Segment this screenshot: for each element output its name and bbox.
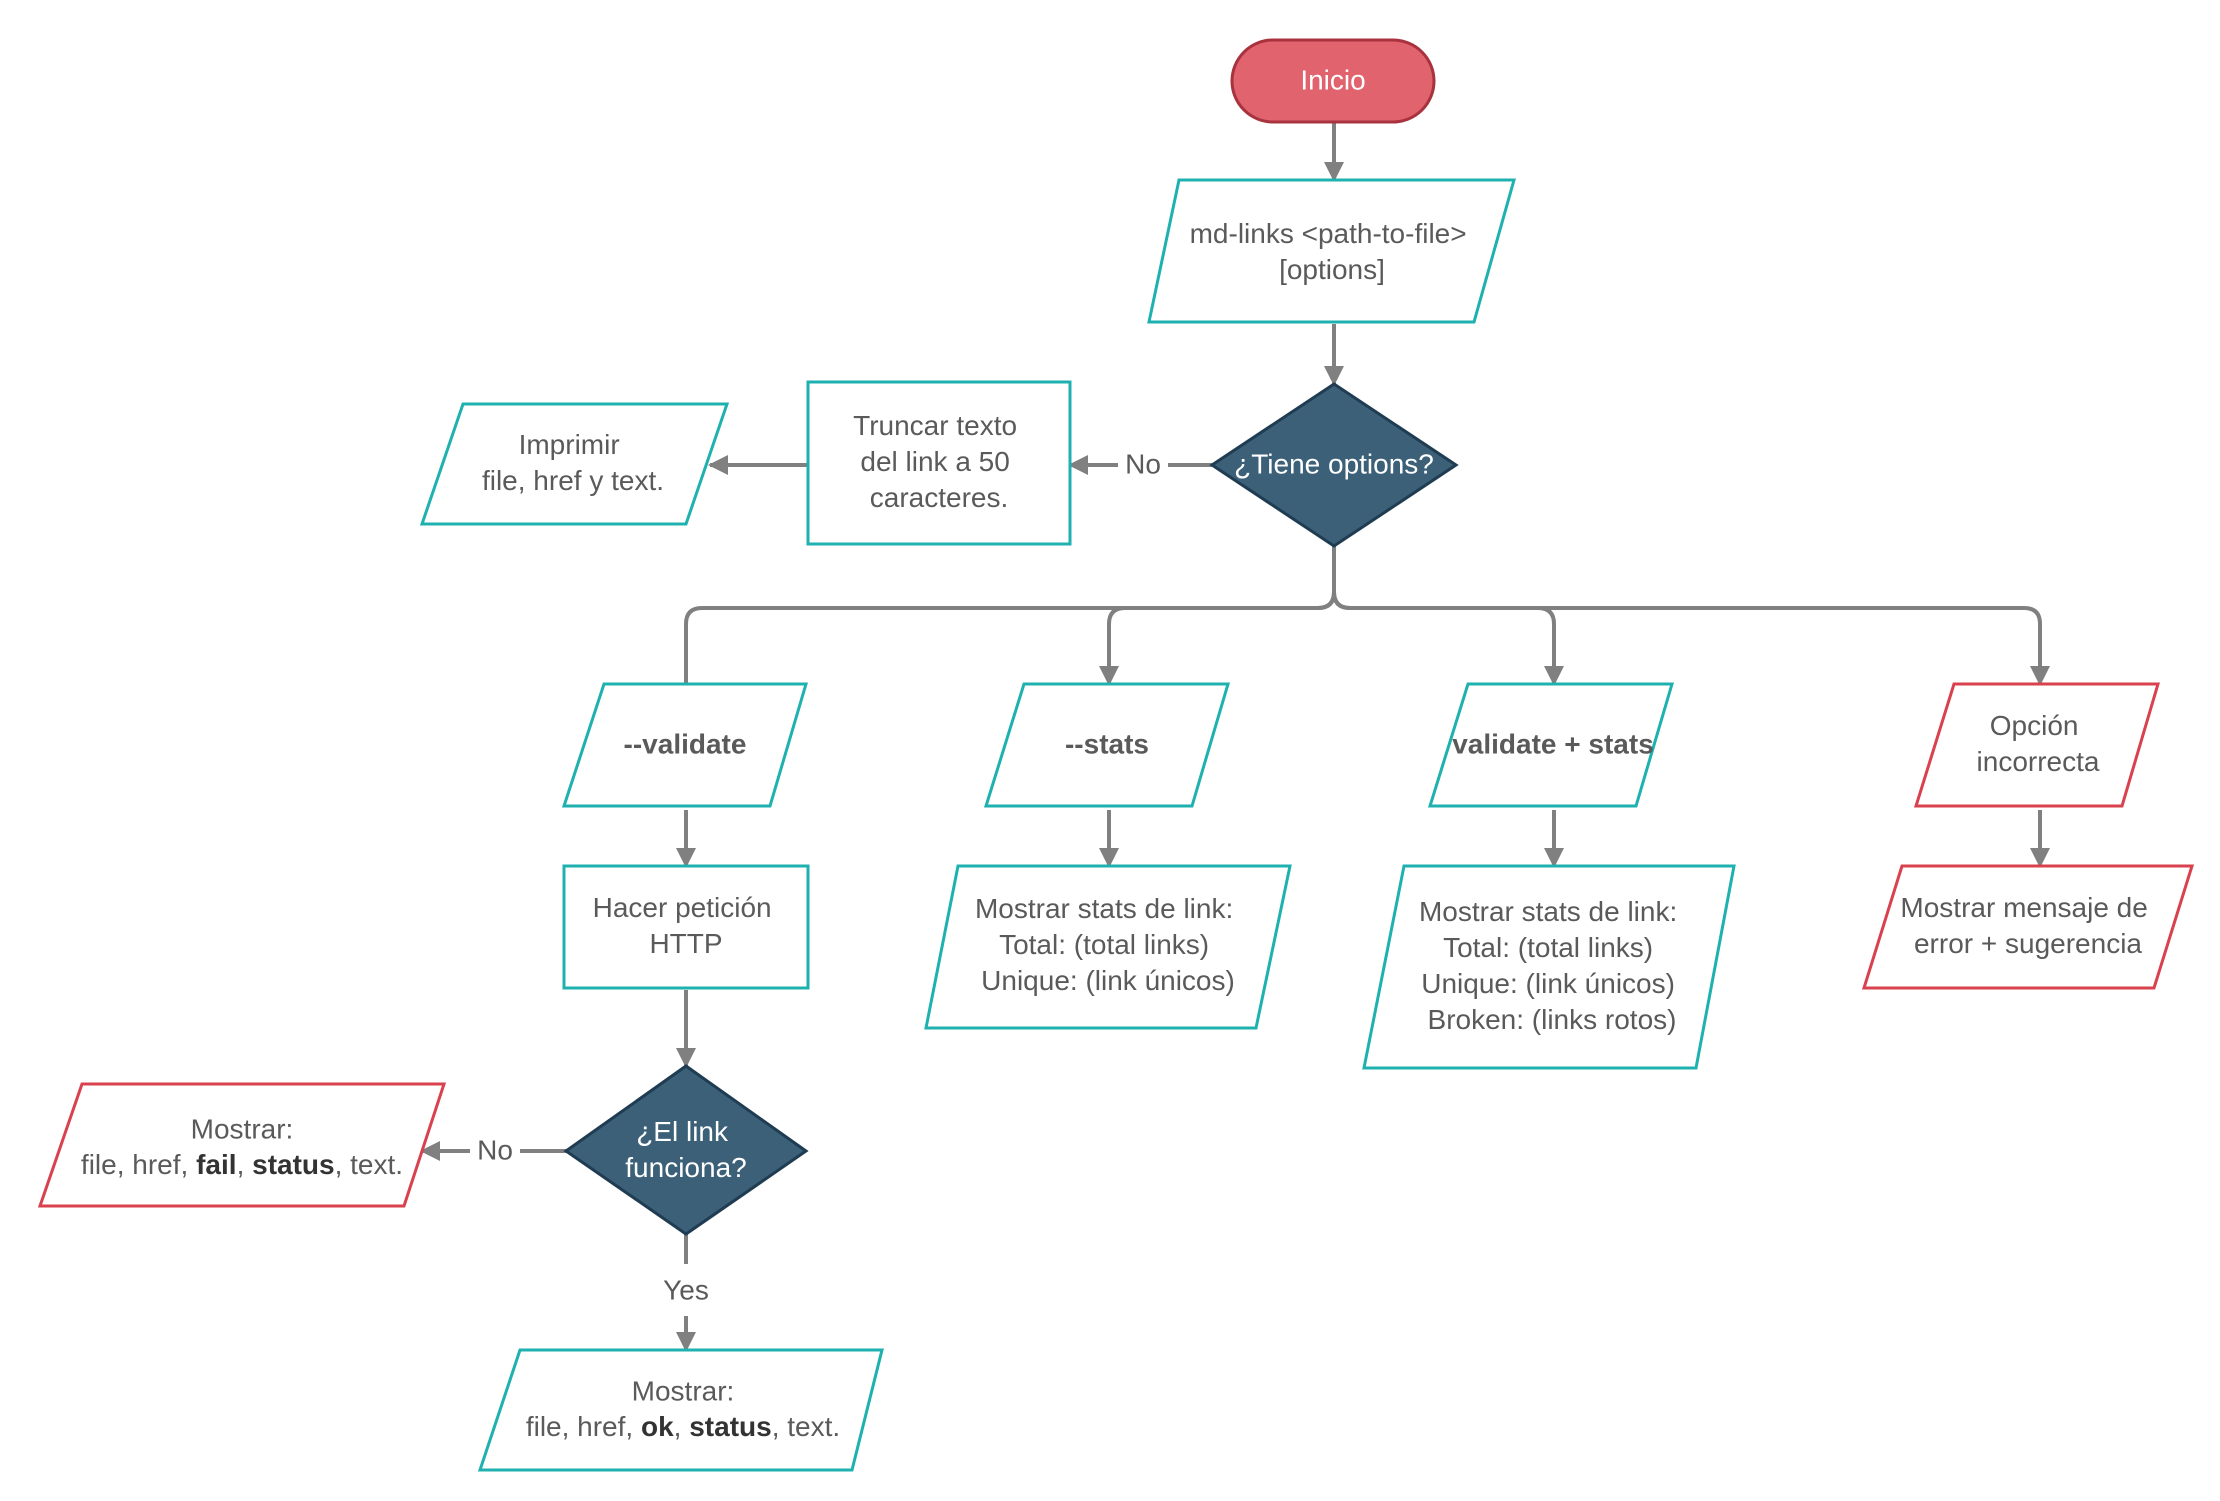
error-output-line-1: Mostrar mensaje de bbox=[1900, 892, 2147, 923]
stats-output-line-1: Mostrar stats de link: bbox=[975, 893, 1233, 924]
link-works-line-2: funciona? bbox=[625, 1152, 746, 1183]
start-node: Inicio bbox=[1230, 38, 1436, 124]
has-options-decision: ¿Tiene options? bbox=[1209, 382, 1459, 548]
has-options-shape bbox=[1209, 382, 1459, 548]
show-ok-fields: file, href, ok, status, text. bbox=[526, 1411, 840, 1442]
error-output-shape bbox=[1861, 864, 2195, 990]
show-fail-shape bbox=[37, 1082, 447, 1208]
option-incorrect-line-2: incorrecta bbox=[1977, 746, 2100, 777]
truncate-shape bbox=[806, 380, 1072, 546]
stats-output-text: Mostrar stats de link: Total: (total lin… bbox=[975, 893, 1241, 996]
print-default-text: Imprimir file, href y text. bbox=[482, 429, 664, 496]
stats-output-line-3: Unique: (link únicos) bbox=[981, 965, 1235, 996]
option-validate-stats-shape bbox=[1427, 682, 1675, 808]
show-ok-title: Mostrar: bbox=[632, 1375, 735, 1406]
show-fail-title: Mostrar: bbox=[191, 1113, 294, 1144]
option-validate-stats-label: validate + stats bbox=[1452, 728, 1654, 759]
error-output-text: Mostrar mensaje de error + sugerencia bbox=[1900, 892, 2155, 959]
edge-label-options-no: No bbox=[1125, 448, 1161, 479]
option-stats-label: --stats bbox=[1065, 728, 1149, 759]
show-ok-fields-pre: file, href, bbox=[526, 1411, 641, 1442]
edge-label-link-yes: Yes bbox=[663, 1274, 709, 1305]
input-command-node: md-links <path-to-file> [options] bbox=[1147, 178, 1516, 324]
link-works-text: ¿El link funciona? bbox=[625, 1116, 746, 1183]
truncate-line-3: caracteres. bbox=[870, 482, 1009, 513]
show-fail-node: Mostrar: file, href, fail, status, text. bbox=[37, 1082, 447, 1208]
option-validate-stats-node: validate + stats bbox=[1427, 682, 1675, 808]
validate-stats-output-line-1: Mostrar stats de link: bbox=[1419, 896, 1677, 927]
option-incorrect-line-1: Opción bbox=[1990, 710, 2079, 741]
connector-decision-to-branches bbox=[684, 546, 1336, 686]
option-validate-shape bbox=[561, 682, 809, 808]
start-label: Inicio bbox=[1300, 64, 1365, 95]
input-command-text: md-links <path-to-file> [options] bbox=[1190, 218, 1475, 285]
start-shape bbox=[1230, 38, 1436, 124]
option-validate-label: --validate bbox=[624, 728, 747, 759]
option-stats-shape bbox=[983, 682, 1231, 808]
http-request-shape bbox=[562, 864, 810, 990]
stats-output-shape bbox=[924, 864, 1292, 1030]
show-ok-flag: ok bbox=[641, 1411, 674, 1442]
connector-branch-to-incorrect bbox=[1332, 591, 2050, 686]
option-validate-node: --validate bbox=[561, 682, 809, 808]
error-output-line-2: error + sugerencia bbox=[1914, 928, 2142, 959]
input-command-line-2: [options] bbox=[1279, 254, 1385, 285]
validate-stats-output-text: Mostrar stats de link: Total: (total lin… bbox=[1419, 896, 1685, 1035]
option-incorrect-node: Opción incorrecta bbox=[1913, 682, 2161, 808]
show-ok-fields-post: , text. bbox=[772, 1411, 840, 1442]
show-fail-fields: file, href, fail, status, text. bbox=[81, 1149, 403, 1180]
show-fail-fields-post: , text. bbox=[335, 1149, 403, 1180]
validate-stats-output-shape bbox=[1362, 864, 1736, 1070]
validate-stats-output-line-2: Total: (total links) bbox=[1443, 932, 1653, 963]
link-works-shape bbox=[563, 1064, 809, 1236]
http-request-text: Hacer petición HTTP bbox=[593, 892, 780, 959]
edge-label-link-no: No bbox=[477, 1134, 513, 1165]
truncate-line-1: Truncar texto bbox=[853, 410, 1017, 441]
print-default-node: Imprimir file, href y text. bbox=[419, 402, 730, 526]
stats-output-node: Mostrar stats de link: Total: (total lin… bbox=[924, 864, 1292, 1030]
option-incorrect-text: Opción incorrecta bbox=[1977, 710, 2100, 777]
error-output-node: Mostrar mensaje de error + sugerencia bbox=[1861, 864, 2195, 990]
validate-stats-output-node: Mostrar stats de link: Total: (total lin… bbox=[1362, 864, 1736, 1070]
link-works-decision: ¿El link funciona? bbox=[563, 1064, 809, 1236]
edge-label-bg bbox=[1118, 446, 1168, 484]
has-options-label: ¿Tiene options? bbox=[1234, 448, 1434, 479]
link-works-line-1: ¿El link bbox=[636, 1116, 729, 1147]
option-incorrect-shape bbox=[1913, 682, 2161, 808]
validate-stats-output-line-3: Unique: (link únicos) bbox=[1421, 968, 1675, 999]
http-request-node: Hacer petición HTTP bbox=[562, 864, 810, 990]
show-fail-fields-pre: file, href, bbox=[81, 1149, 196, 1180]
validate-stats-output-line-4: Broken: (links rotos) bbox=[1428, 1004, 1677, 1035]
print-default-shape bbox=[419, 402, 730, 526]
input-command-line-1: md-links <path-to-file> bbox=[1190, 218, 1467, 249]
show-ok-node: Mostrar: file, href, ok, status, text. bbox=[477, 1348, 884, 1472]
connector-branch-to-validate-stats bbox=[1332, 591, 1564, 686]
show-ok-sep: , bbox=[674, 1411, 690, 1442]
truncate-line-2: del link a 50 bbox=[860, 446, 1009, 477]
edge-labels: No No Yes bbox=[470, 446, 1168, 1305]
show-fail-sep: , bbox=[237, 1149, 253, 1180]
input-command-shape bbox=[1147, 178, 1516, 324]
show-ok-shape bbox=[477, 1348, 884, 1472]
edge-label-bg bbox=[470, 1132, 520, 1170]
option-stats-node: --stats bbox=[983, 682, 1231, 808]
show-ok-status: status bbox=[689, 1411, 771, 1442]
truncate-node: Truncar texto del link a 50 caracteres. bbox=[806, 380, 1072, 546]
http-request-line-1: Hacer petición bbox=[593, 892, 772, 923]
truncate-text: Truncar texto del link a 50 caracteres. bbox=[853, 410, 1025, 513]
http-request-line-2: HTTP bbox=[649, 928, 722, 959]
connector-branch-to-stats bbox=[1099, 591, 1336, 686]
print-default-line-2: file, href y text. bbox=[482, 465, 664, 496]
stats-output-line-2: Total: (total links) bbox=[999, 929, 1209, 960]
print-default-line-1: Imprimir bbox=[519, 429, 620, 460]
show-fail-status: status bbox=[252, 1149, 334, 1180]
show-fail-flag: fail bbox=[196, 1149, 236, 1180]
